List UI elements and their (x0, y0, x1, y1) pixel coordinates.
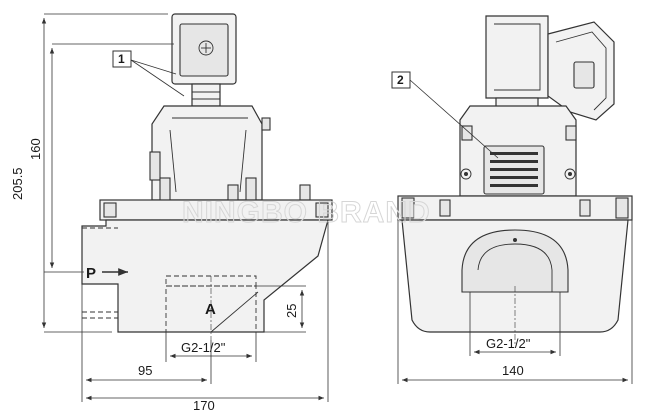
armature-tube (191, 83, 221, 107)
svg-text:G2-1/2": G2-1/2" (486, 336, 531, 351)
svg-text:170: 170 (193, 398, 215, 413)
end-flange (397, 195, 633, 221)
dim-total-height: 205.5 (10, 13, 168, 333)
inlet-port-label: P (86, 265, 128, 282)
svg-text:140: 140 (502, 363, 524, 378)
watermark-text: NINGBO BRAND (182, 196, 431, 229)
svg-text:G2-1/2": G2-1/2" (181, 340, 226, 355)
svg-text:205.5: 205.5 (10, 167, 25, 200)
end-port (461, 229, 569, 293)
dim-body-width: 140 (397, 220, 633, 384)
dim-outlet-offset: 25 (256, 285, 306, 333)
dim-thread-end: G2-1/2" (474, 336, 556, 355)
callout-1: 1 (112, 50, 185, 97)
dim-coil-height: 160 (28, 43, 174, 273)
end-coil (485, 15, 549, 99)
side-view (81, 13, 333, 340)
connector-screw-icon (198, 40, 214, 56)
callout-2: 2 (391, 71, 499, 159)
dim-thread-side: G2-1/2" (165, 332, 257, 362)
grille-slots (490, 152, 538, 187)
valve-body (81, 219, 329, 333)
svg-text:P: P (86, 265, 96, 282)
svg-text:95: 95 (138, 363, 152, 378)
dim-inlet-to-center: 95 (81, 284, 212, 402)
end-view (397, 15, 633, 356)
svg-text:1: 1 (118, 52, 125, 66)
svg-text:160: 160 (28, 138, 43, 160)
svg-text:2: 2 (397, 73, 404, 87)
dim-body-length: 170 (86, 222, 329, 413)
outlet-port-label: A (205, 301, 216, 318)
svg-text:25: 25 (284, 304, 299, 318)
